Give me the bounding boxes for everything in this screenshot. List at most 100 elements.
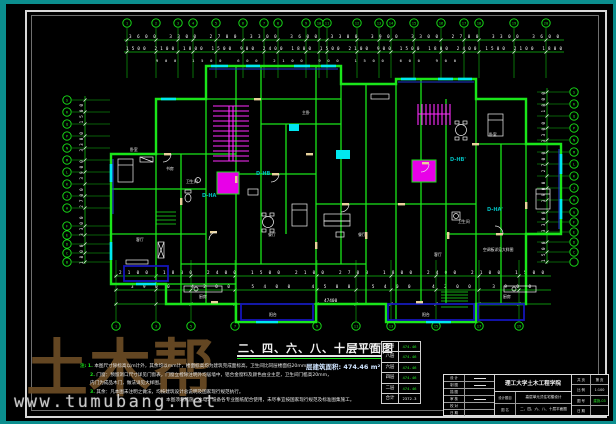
axis-bubble — [188, 18, 198, 28]
axis-bubble — [386, 18, 396, 28]
axis-bubble — [351, 321, 361, 331]
note-line: 内门为成品木门，做法详见大样图。 — [90, 381, 164, 387]
axis-bubble — [186, 321, 196, 331]
axis-bubble-label: 2 — [155, 20, 157, 25]
stair-left-hatch — [213, 105, 249, 162]
dim-top-row2: 1500 2100 1800 1500 900 2400 1800 1500 2… — [126, 46, 562, 51]
axis-bubble-label: G — [573, 209, 576, 214]
cyan-windows — [109, 64, 563, 324]
plan-annotation: 空调板详见大样图 — [483, 247, 514, 252]
axis-bubble-label: K — [66, 181, 69, 186]
axis-bubble — [569, 207, 579, 217]
axis-bubble — [62, 131, 72, 141]
axis-bubble — [62, 167, 72, 177]
axis-bubble-label: C — [66, 250, 68, 255]
axis-bubble-label: F — [573, 219, 576, 224]
axis-bubble-label: 19 — [512, 20, 517, 25]
axis-bubble — [569, 195, 579, 205]
axis-bubble-label: 3 — [177, 20, 179, 25]
axis-bubble — [569, 111, 579, 121]
notes-footer: 本图须与结施、水电、设备各专业图纸配合使用，未尽事宜按国家现行规范及标准图集施工… — [166, 398, 355, 404]
axis-bubble-label: P — [66, 133, 69, 138]
axis-bubble-label: 17 — [462, 20, 467, 25]
axis-bubble-label: 12 — [355, 20, 360, 25]
note-line: 本图尺寸除标高以m计外，其余均以mm计，楼面标高均为建筑完成面标高，卫生间比同层… — [94, 364, 311, 369]
axis-bubble-label: 18 — [477, 20, 482, 25]
axis-bubble — [474, 321, 484, 331]
axis-bubble — [569, 99, 579, 109]
title-block-center: 理工大学土木工程学院 设计题目高层单元式住宅楼设计 图 名二、四、六、八、十层平… — [495, 375, 572, 415]
dim-bottom-row1: 2100 1800 2400 1500 2100 2700 1800 2400 … — [119, 270, 544, 275]
axis-bubble — [569, 123, 579, 133]
axis-bubble-label: M — [573, 149, 576, 154]
axis-bubble — [259, 18, 269, 28]
axis-bubble — [62, 191, 72, 201]
dim-top-row1: 3600 3300 2700 3300 3600 3300 3900 3300 … — [129, 34, 559, 39]
axis-bubble-label: J — [573, 185, 575, 190]
axis-bubble-label: 11 — [325, 20, 330, 25]
note-line: 其余：凡本图未注明之做法，均按建筑设计总说明及国家现行规范执行。 — [96, 389, 244, 395]
axis-bubble — [238, 18, 248, 28]
axis-bubble-label: D — [66, 241, 69, 246]
axis-bubble-label: 13 — [389, 323, 394, 328]
axis-bubble — [459, 18, 469, 28]
axis-bubble-label: N — [573, 137, 576, 142]
watermark-brand: 土木帮 — [26, 332, 216, 405]
axis-bubble — [62, 119, 72, 129]
axis-bubble-label: 6 — [242, 20, 245, 25]
room-label: 卧室 — [489, 132, 497, 137]
axis-bubble — [569, 87, 579, 97]
axis-bubble-label: N — [66, 145, 69, 150]
axis-bubble-label: 13 — [377, 20, 382, 25]
room-label: 卧室 — [130, 147, 138, 152]
furniture-layer — [117, 93, 551, 293]
axis-bubble — [474, 18, 484, 28]
axis-bubble — [322, 18, 332, 28]
axis-bubble — [569, 147, 579, 157]
unit-type-label: D-HB' — [450, 157, 466, 163]
dimension-lines — [84, 39, 564, 305]
axis-bubble — [509, 18, 519, 28]
axis-bubble — [569, 217, 579, 227]
axis-bubble-label: L — [66, 169, 69, 174]
axis-bubble — [569, 257, 579, 267]
axis-bubble-label: Q — [573, 113, 576, 118]
axis-bubble-label: 1 — [115, 323, 118, 328]
room-label: 卫生间 — [458, 219, 470, 224]
axis-bubble-label: B — [66, 259, 69, 264]
light-well — [336, 150, 350, 159]
axis-bubble — [62, 143, 72, 153]
axis-bubble — [514, 321, 524, 331]
axis-bubble-label: 16 — [439, 20, 444, 25]
notes-label: 注: — [80, 364, 87, 369]
room-label: 客厅 — [136, 237, 144, 242]
axis-bubble-label: E — [66, 232, 69, 237]
axis-bubble-label: F — [66, 223, 69, 228]
general-notes: 注: 1. 本图尺寸除标高以m计外，其余均以mm计，楼面标高均为建筑完成面标高，… — [80, 363, 380, 406]
axis-bubble-label: R — [573, 101, 576, 106]
axis-bubble — [62, 248, 72, 258]
axis-bubble — [122, 18, 132, 28]
axis-bubble — [541, 18, 551, 28]
axis-bubble-label: 15 — [434, 323, 439, 328]
axis-bubble-label: D — [573, 239, 576, 244]
sheet-border-inner — [31, 15, 599, 411]
axis-bubble-label: J — [66, 193, 68, 198]
title-underline-green — [237, 358, 381, 359]
axis-bubble — [352, 18, 362, 28]
axis-bubble-label: 20 — [544, 20, 549, 25]
axis-bubble-label: 14 — [389, 20, 394, 25]
axis-bubble-label: P — [573, 125, 576, 130]
dim-right-chain: 1500 3300 3900 2700 3300 1800 — [541, 92, 546, 262]
axis-bubble-label: 4 — [192, 20, 195, 25]
axis-bubble-label: H — [66, 205, 69, 210]
sheet-border-outer — [25, 10, 607, 418]
axis-bubble — [569, 227, 579, 237]
room-label: 餐厅 — [358, 232, 366, 237]
axis-bubble — [211, 18, 221, 28]
axis-bubble-label: 9 — [305, 20, 308, 25]
